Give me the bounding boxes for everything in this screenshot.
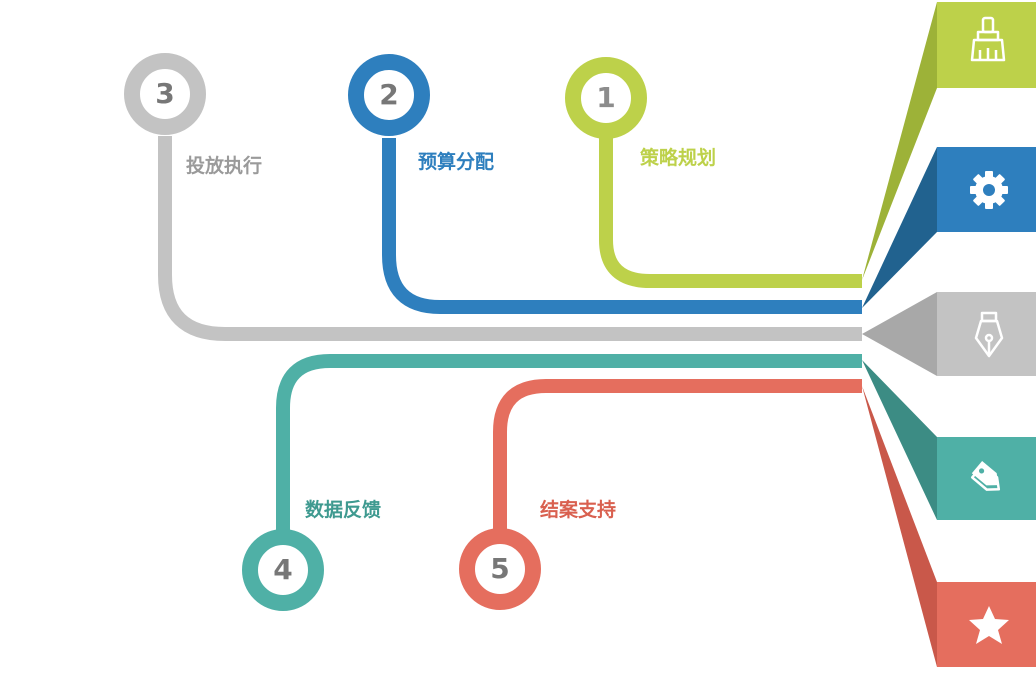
connector-line-5 [493, 379, 862, 530]
step-number-5: 5 [490, 552, 510, 585]
pen-nib-icon [974, 311, 1004, 358]
step-label-3: 投放执行 [186, 155, 263, 177]
step-number-1: 1 [596, 81, 616, 114]
star-icon [969, 606, 1009, 644]
step-label-2: 预算分配 [418, 151, 495, 173]
step-circle-4 [242, 529, 324, 611]
step-circle-3 [124, 53, 206, 135]
fold-blue [862, 147, 937, 308]
tab-brush [937, 2, 1036, 88]
step-number-4: 4 [273, 553, 293, 586]
fold-gray [862, 292, 937, 376]
fold-red [862, 386, 937, 667]
tab-pen [937, 292, 1036, 376]
step-label-1: 策略规划 [640, 147, 717, 169]
tag-icon [970, 460, 1001, 491]
step-circle-1 [565, 57, 647, 139]
brush-icon [970, 16, 1006, 62]
step-number-2: 2 [379, 78, 399, 111]
gear-icon [970, 171, 1008, 209]
fold-teal [862, 360, 937, 520]
step-label-4: 数据反馈 [305, 499, 382, 521]
fold-green [862, 2, 937, 280]
step-circle-5 [459, 528, 541, 610]
connector-line-2 [382, 138, 862, 314]
connector-line-3 [158, 136, 862, 341]
step-circle-2 [348, 54, 430, 136]
connector-line-4 [276, 354, 862, 530]
connector-line-1 [599, 138, 862, 288]
step-label-5: 结案支持 [540, 499, 617, 521]
step-number-3: 3 [155, 77, 175, 110]
